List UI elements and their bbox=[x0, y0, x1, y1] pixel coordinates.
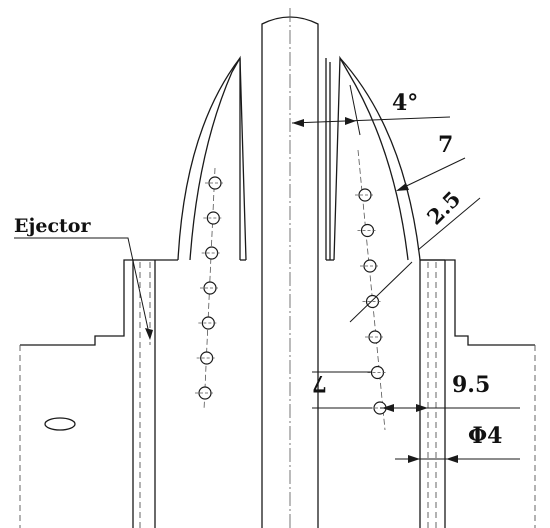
lip-dimension-arrow bbox=[396, 183, 409, 191]
hidden-lines bbox=[19, 262, 536, 528]
left-petal-inner bbox=[189, 71, 233, 261]
ejector-label: Ejector bbox=[14, 215, 91, 237]
angle-dimension bbox=[291, 84, 451, 136]
right-petal-outer bbox=[339, 57, 421, 261]
hole-centerlines bbox=[203, 149, 386, 431]
left-shoulder-outline bbox=[20, 259, 134, 528]
offset-dimension-label: 9.5 bbox=[452, 372, 490, 398]
right-petal-tip bbox=[333, 55, 349, 261]
holes-layer bbox=[195, 176, 390, 415]
ejector-leader-line bbox=[14, 237, 151, 339]
nozzle-petals bbox=[177, 55, 421, 261]
wall-dimension-line-lower bbox=[349, 261, 413, 323]
angle-dimension-label: 4° bbox=[392, 90, 418, 116]
pitch-dimension-label: 7 bbox=[312, 370, 327, 396]
left-petal-outer bbox=[177, 57, 241, 261]
left-petal-tip bbox=[231, 55, 247, 261]
angle-extension-line bbox=[349, 84, 361, 136]
ejector-leader-arrow bbox=[145, 328, 153, 340]
offset-arrow-right bbox=[416, 404, 428, 412]
angle-dimension-line bbox=[291, 116, 451, 124]
side-port-ellipse bbox=[44, 417, 76, 431]
offset-arrow-left bbox=[382, 404, 394, 412]
angle-arrow-left bbox=[292, 119, 304, 127]
wall-dimension bbox=[349, 197, 481, 323]
right-petal-inner bbox=[347, 71, 409, 261]
angle-arrow-right bbox=[345, 117, 356, 125]
lip-dimension-label: 7 bbox=[438, 132, 453, 158]
pitch-dimension bbox=[312, 352, 372, 428]
hole-diameter-arrow-right bbox=[446, 455, 458, 463]
hole-diameter-arrow-left bbox=[408, 455, 420, 463]
lip-dimension-line bbox=[397, 157, 466, 191]
hole-diameter-label: Φ4 bbox=[468, 423, 502, 449]
wall-dimension-line-upper bbox=[417, 197, 481, 251]
wall-dimension-label: 2.5 bbox=[422, 186, 466, 230]
